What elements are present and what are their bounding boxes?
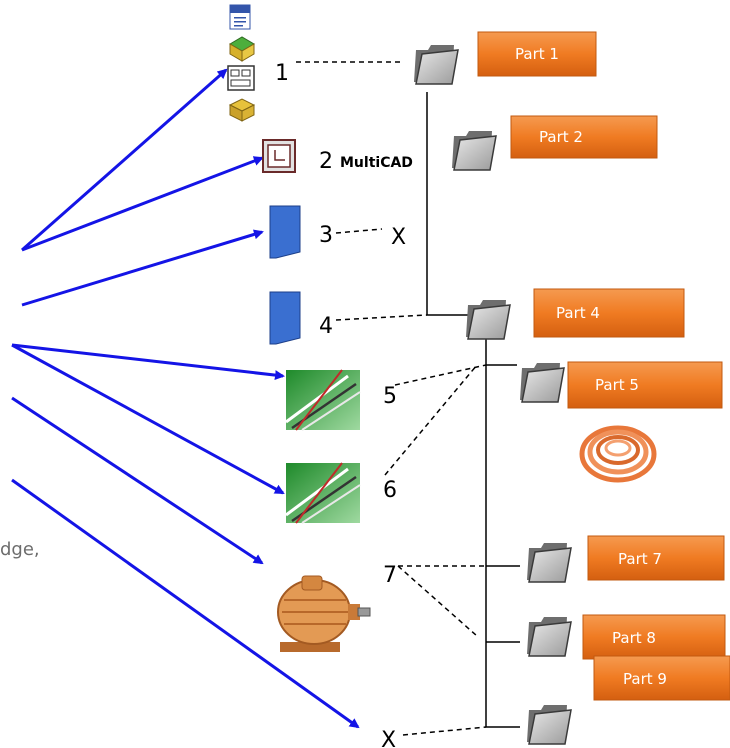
number-7: 7 [383,563,397,588]
folder-icon-4 [465,299,511,340]
number-2: 2 [319,149,333,174]
number-3: 3 [319,223,333,248]
number-6: 6 [383,478,397,503]
dashed-connectors [296,61,487,736]
dash-5 [394,364,487,386]
arrow-to-multicad [21,156,264,252]
part-box-4: Part 4 [533,288,685,338]
part-label-4: Part 4 [556,304,600,322]
arrow-to-wire-5 [11,343,285,381]
multicad-icon [262,139,296,173]
folder-icon-2 [451,130,497,171]
tree-trunk-lower [485,318,520,728]
part-icon [228,98,256,122]
folder-icon-8 [526,616,572,657]
arrow-to-motor [11,396,264,565]
arrows [11,68,360,729]
x-marker-bottom: X [381,728,396,748]
drawing-icon [227,65,255,91]
dash-x-bottom [402,726,487,736]
part-label-8: Part 8 [612,629,656,647]
electric-motor-icon [277,575,371,652]
part-label-1: Part 1 [515,45,559,63]
word-document-icon [229,4,251,30]
number-1: 1 [275,61,289,86]
wire-bundle-icon-5 [285,369,361,431]
arrow-to-x-bottom [11,478,360,729]
arrow-to-wire-6 [11,343,285,495]
part-box-8: Part 8 [582,614,726,660]
part-box-7: Part 7 [587,535,725,581]
cable-coil-icon [579,425,657,483]
folder-icon-7 [526,542,572,583]
folder-icon-1 [413,44,459,85]
assembly-icon [229,36,255,62]
wire-bundle-icon-6 [285,462,361,524]
dash-6 [384,364,478,476]
multicad-label: MultiCAD [340,155,413,171]
left-text-fragment: dge, [0,539,40,560]
part-label-9: Part 9 [623,670,667,688]
part-label-2: Part 2 [539,128,583,146]
folder-icon-9 [526,704,572,745]
folder-icon-5 [519,362,565,403]
tree-trunk-upper [426,92,468,316]
arrow-to-doc-3 [21,229,264,307]
part-box-2: Part 2 [510,115,658,159]
document-icon-3 [269,205,301,259]
arrow-to-icons-1 [21,68,228,252]
number-5: 5 [383,384,397,409]
part-box-9: Part 9 [593,655,730,701]
dash-3 [335,228,383,234]
part-label-7: Part 7 [618,550,662,568]
document-icon-4 [269,291,301,345]
part-label-5: Part 5 [595,376,639,394]
part-box-1: Part 1 [477,31,597,77]
dash-7-lower [397,565,478,637]
part-box-5: Part 5 [567,361,723,409]
dash-4 [335,314,428,321]
tree-lines [426,92,520,728]
number-4: 4 [319,314,333,339]
x-marker-top: X [391,225,406,250]
